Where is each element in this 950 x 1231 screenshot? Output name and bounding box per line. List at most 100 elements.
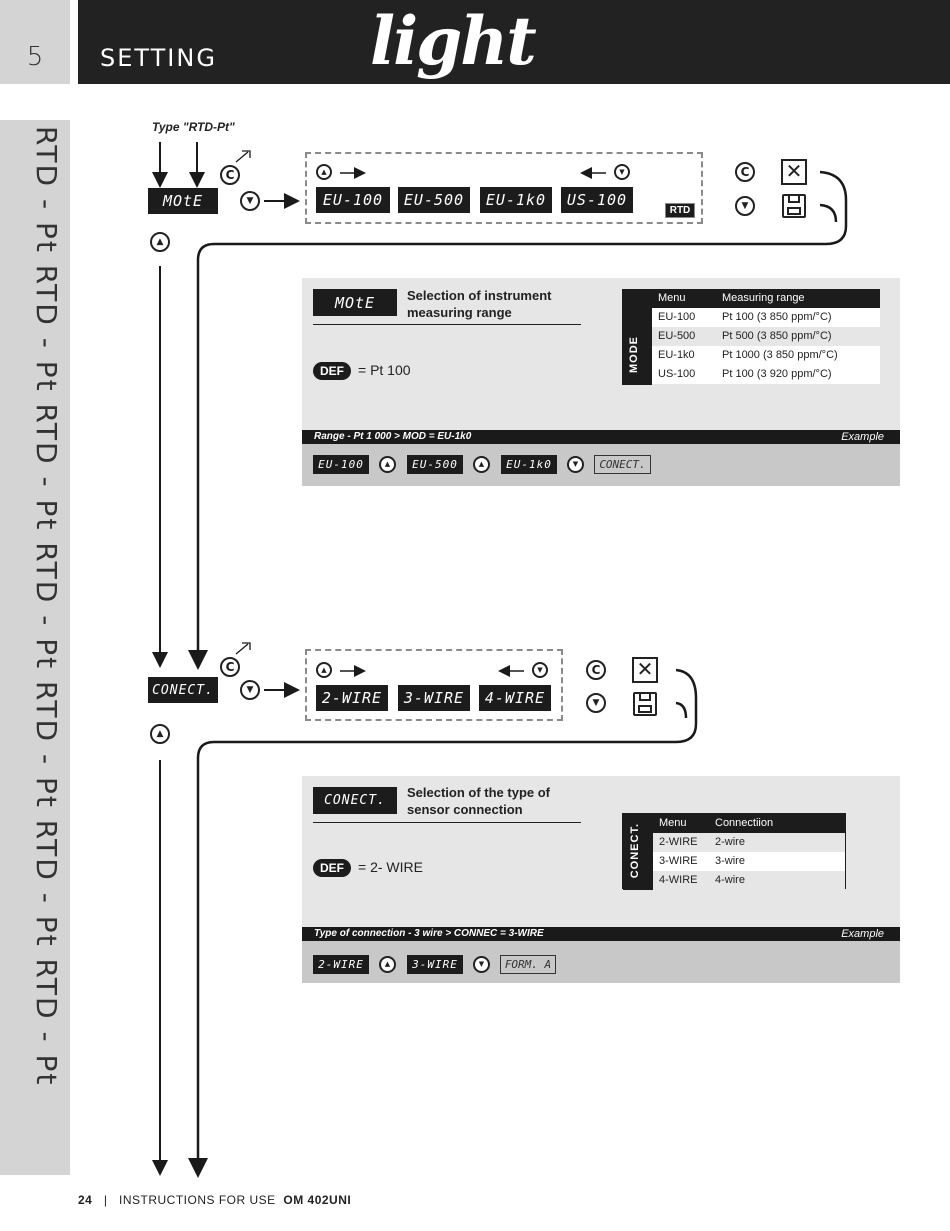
up-button-icon: ▲	[473, 456, 490, 473]
table-header-cell: Measuring range	[722, 292, 805, 304]
conect-table-tag-label: CONECT.	[629, 822, 641, 878]
conect-table: CONECT. Menu Connectiion 2-WIRE 2-wire 3…	[622, 813, 846, 890]
table-row: EU-1k0 Pt 1000 (3 850 ppm/°C)	[652, 346, 880, 365]
section-number: 5	[26, 42, 44, 72]
conect-panel-title: Selection of the type of sensor connecti…	[407, 784, 550, 818]
example-display: 3-WIRE	[407, 955, 463, 974]
mode-panel-title-line1: Selection of instrument	[407, 288, 552, 303]
table-header-cell: Menu	[658, 292, 686, 304]
def-value: = Pt 100	[358, 362, 411, 378]
conect-table-tag: CONECT.	[623, 814, 653, 890]
table-cell: 2-wire	[715, 836, 745, 848]
mode-panel-title-line2: measuring range	[407, 305, 512, 320]
table-cell: EU-100	[658, 311, 696, 323]
mode-panel-display: MOtE	[313, 289, 397, 316]
mode-option-eu500: EU-500	[398, 187, 470, 213]
section-number-box: 5	[0, 0, 70, 84]
table-cell: Pt 500 (3 850 ppm/°C)	[722, 330, 832, 342]
example-next-menu: CONECT.	[594, 455, 651, 474]
rtd-badge: RTD	[665, 203, 695, 218]
example-display: 2-WIRE	[313, 955, 369, 974]
footer-model: OM 402UNI	[283, 1193, 352, 1207]
table-cell: EU-500	[658, 330, 696, 342]
table-header-cell: Menu	[659, 817, 687, 829]
table-row: 3-WIRE 3-wire	[653, 852, 845, 871]
mode-table-tag: MODE	[622, 289, 652, 385]
conect-options-box	[305, 649, 563, 721]
conect-example-strip	[302, 941, 900, 983]
table-row: 4-WIRE 4-wire	[653, 871, 845, 890]
down-small-icon: ▼	[614, 164, 630, 180]
page-footer: 24 | INSTRUCTIONS FOR USE OM 402UNI	[78, 1193, 351, 1207]
escape-c-icon: C	[220, 657, 240, 677]
mode-table: MODE Menu Measuring range EU-100 Pt 100 …	[622, 289, 880, 385]
down-button-icon: ▼	[567, 456, 584, 473]
mode-option-us100: US-100	[561, 187, 633, 213]
conect-panel-rule	[313, 822, 581, 823]
up-button-icon: ▲	[150, 232, 170, 252]
table-row: 2-WIRE 2-wire	[653, 833, 845, 852]
conect-example-bar: Type of connection - 3 wire > CONNEC = 3…	[302, 927, 900, 941]
example-display: EU-100	[313, 455, 369, 474]
mode-example-caption: Range - Pt 1 000 > MOD = EU-1k0	[314, 431, 472, 442]
mode-option-eu1k0: EU-1k0	[480, 187, 552, 213]
mode-table-tag-label: MODE	[628, 336, 640, 373]
up-button-icon: ▲	[150, 724, 170, 744]
cancel-c-icon: C	[586, 660, 606, 680]
discard-icon: ✕	[632, 657, 658, 683]
table-cell: US-100	[658, 368, 696, 380]
table-row: EU-500 Pt 500 (3 850 ppm/°C)	[652, 327, 880, 346]
mode-example-label: Example	[841, 431, 884, 443]
def-value: = 2- WIRE	[358, 859, 423, 875]
escape-c-icon: C	[220, 165, 240, 185]
conect-example-label: Example	[841, 928, 884, 940]
conect-panel-display: CONECT.	[313, 787, 397, 814]
save-floppy-icon	[633, 692, 657, 716]
up-button-icon: ▲	[379, 456, 396, 473]
mode-example-strip	[302, 444, 900, 486]
example-display: EU-500	[407, 455, 463, 474]
table-cell: Pt 1000 (3 850 ppm/°C)	[722, 349, 838, 361]
page-title: SETTING	[100, 44, 217, 72]
conect-option-4wire: 4-WIRE	[479, 685, 551, 711]
down-button-icon: ▼	[473, 956, 490, 973]
table-cell: 4-WIRE	[659, 874, 698, 886]
table-cell: EU-1k0	[658, 349, 695, 361]
table-row: EU-100 Pt 100 (3 850 ppm/°C)	[652, 308, 880, 327]
conect-panel-title-line1: Selection of the type of	[407, 785, 551, 800]
mode-panel-rule	[313, 324, 581, 325]
brand-logo: light	[370, 2, 537, 80]
table-cell: Pt 100 (3 920 ppm/°C)	[722, 368, 832, 380]
def-badge: DEF	[313, 859, 351, 877]
example-display: EU-1k0	[501, 455, 557, 474]
footer-separator: |	[103, 1193, 108, 1207]
table-cell: Pt 100 (3 850 ppm/°C)	[722, 311, 832, 323]
up-button-icon: ▲	[379, 956, 396, 973]
confirm-down-icon: ▼	[735, 196, 755, 216]
cancel-c-icon: C	[735, 162, 755, 182]
down-small-icon: ▼	[532, 662, 548, 678]
mode-example-bar: Range - Pt 1 000 > MOD = EU-1k0 Example	[302, 430, 900, 444]
table-header: Menu Measuring range	[652, 289, 880, 308]
table-cell: 2-WIRE	[659, 836, 698, 848]
save-floppy-icon	[782, 194, 806, 218]
side-strip: RTD - Pt RTD - Pt RTD - Pt RTD - Pt RTD …	[0, 120, 70, 1175]
table-header-cell: Connectiion	[715, 817, 774, 829]
type-label: Type "RTD-Pt"	[152, 120, 235, 134]
conect-menu-display: CONECT.	[148, 677, 218, 703]
def-badge: DEF	[313, 362, 351, 380]
table-cell: 3-WIRE	[659, 855, 698, 867]
mode-menu-display: MOtE	[148, 188, 218, 214]
example-next-menu: FORM. A	[500, 955, 556, 974]
down-button-icon: ▼	[240, 680, 260, 700]
side-label: RTD - Pt RTD - Pt RTD - Pt RTD - Pt RTD …	[30, 126, 63, 1087]
mode-option-eu100: EU-100	[316, 187, 390, 213]
conect-option-2wire: 2-WIRE	[316, 685, 388, 711]
table-row: US-100 Pt 100 (3 920 ppm/°C)	[652, 365, 880, 384]
mode-options-box	[305, 152, 703, 224]
discard-icon: ✕	[781, 159, 807, 185]
page-number: 24	[78, 1193, 93, 1207]
confirm-down-icon: ▼	[586, 693, 606, 713]
mode-panel-title: Selection of instrument measuring range	[407, 287, 551, 321]
